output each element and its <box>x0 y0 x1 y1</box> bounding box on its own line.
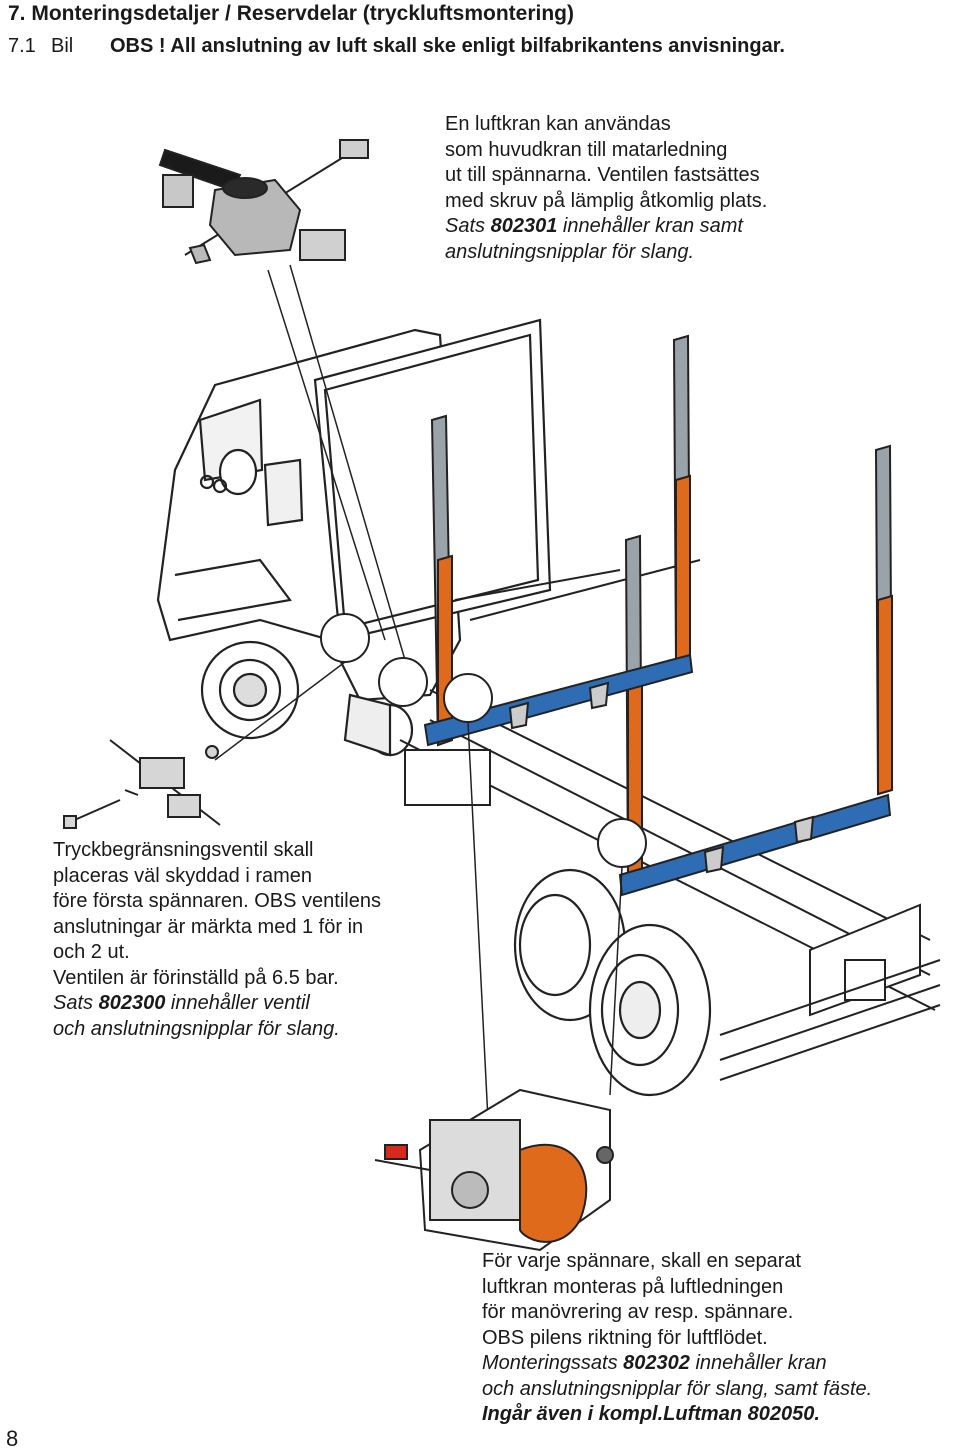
bunk-beams-illustration <box>423 653 892 897</box>
note-line: och 2 ut. <box>53 941 130 963</box>
note-line: En luftkran kan användas <box>445 113 671 135</box>
rear-wheels-illustration <box>513 868 712 1097</box>
stanchion-air-tap-illustration <box>374 1088 614 1252</box>
chassis-frame-illustration <box>399 559 941 1081</box>
kit-line: Monteringssats 802302 innehåller kran <box>482 1351 872 1377</box>
kit-number: 802302 <box>623 1352 690 1374</box>
kit-line: Sats 802300 innehåller ventil <box>53 991 381 1017</box>
subsection-number: 7.1 <box>8 35 36 57</box>
kit-suffix: innehåller kran samt <box>557 215 743 237</box>
kit-prefix: Monteringssats <box>482 1352 624 1374</box>
kit-prefix: Sats <box>445 215 491 237</box>
note-line: anslutningsnipplar för slang. <box>445 240 695 263</box>
page-number: 8 <box>6 1426 19 1451</box>
note-line: med skruv på lämplig åtkomlig plats. <box>445 189 768 212</box>
callout-leaders <box>214 264 647 1161</box>
air-tap-valve-illustration <box>158 139 369 265</box>
note-pressure-valve: Tryckbegränsningsventil skall placeras v… <box>53 838 381 1042</box>
kit-number: 802300 <box>98 992 166 1014</box>
note-line: Ingår även i kompl.Luftman 802050. <box>482 1403 820 1425</box>
note-line: före första spännaren. OBS ventilens <box>53 890 381 912</box>
kit-suffix: innehåller kran <box>689 1352 827 1374</box>
kit-number: 802301 <box>490 215 558 237</box>
kit-line: Sats 802301 innehåller kran samt <box>445 214 767 240</box>
note-line: anslutningar är märkta med 1 för in <box>53 915 364 938</box>
subsection-label: Bil <box>51 35 74 57</box>
kit-prefix: Sats <box>53 992 99 1014</box>
note-line: Tryckbegränsningsventil skall <box>53 839 314 861</box>
note-line: och anslutningsnipplar för slang, samt f… <box>482 1377 873 1400</box>
note-air-tap: En luftkran kan användas som huvudkran t… <box>445 112 767 265</box>
note-line: och anslutningsnipplar för slang. <box>53 1017 340 1040</box>
note-line: som huvudkran till matarledning <box>445 138 728 161</box>
section-title: 7. Monteringsdetaljer / Reservdelar (try… <box>8 2 574 25</box>
kit-suffix: innehåller ventil <box>165 992 310 1014</box>
note-line: Ventilen är förinställd på 6.5 bar. <box>53 966 339 989</box>
note-line: för manövrering av resp. spännare. <box>482 1301 794 1323</box>
note-line: För varje spännare, skall en separat <box>482 1250 802 1272</box>
pressure-valve-illustration <box>63 739 221 829</box>
note-line: placeras väl skyddad i ramen <box>53 864 313 887</box>
note-line: OBS pilens riktning för luftflödet. <box>482 1326 768 1349</box>
note-stanchion-tap: För varje spännare, skall en separat luf… <box>482 1249 872 1428</box>
subsection-note: OBS ! All anslutning av luft skall ske e… <box>110 35 785 57</box>
note-line: ut till spännarna. Ventilen fastsättes <box>445 164 760 186</box>
note-line: luftkran monteras på luftledningen <box>482 1275 784 1298</box>
